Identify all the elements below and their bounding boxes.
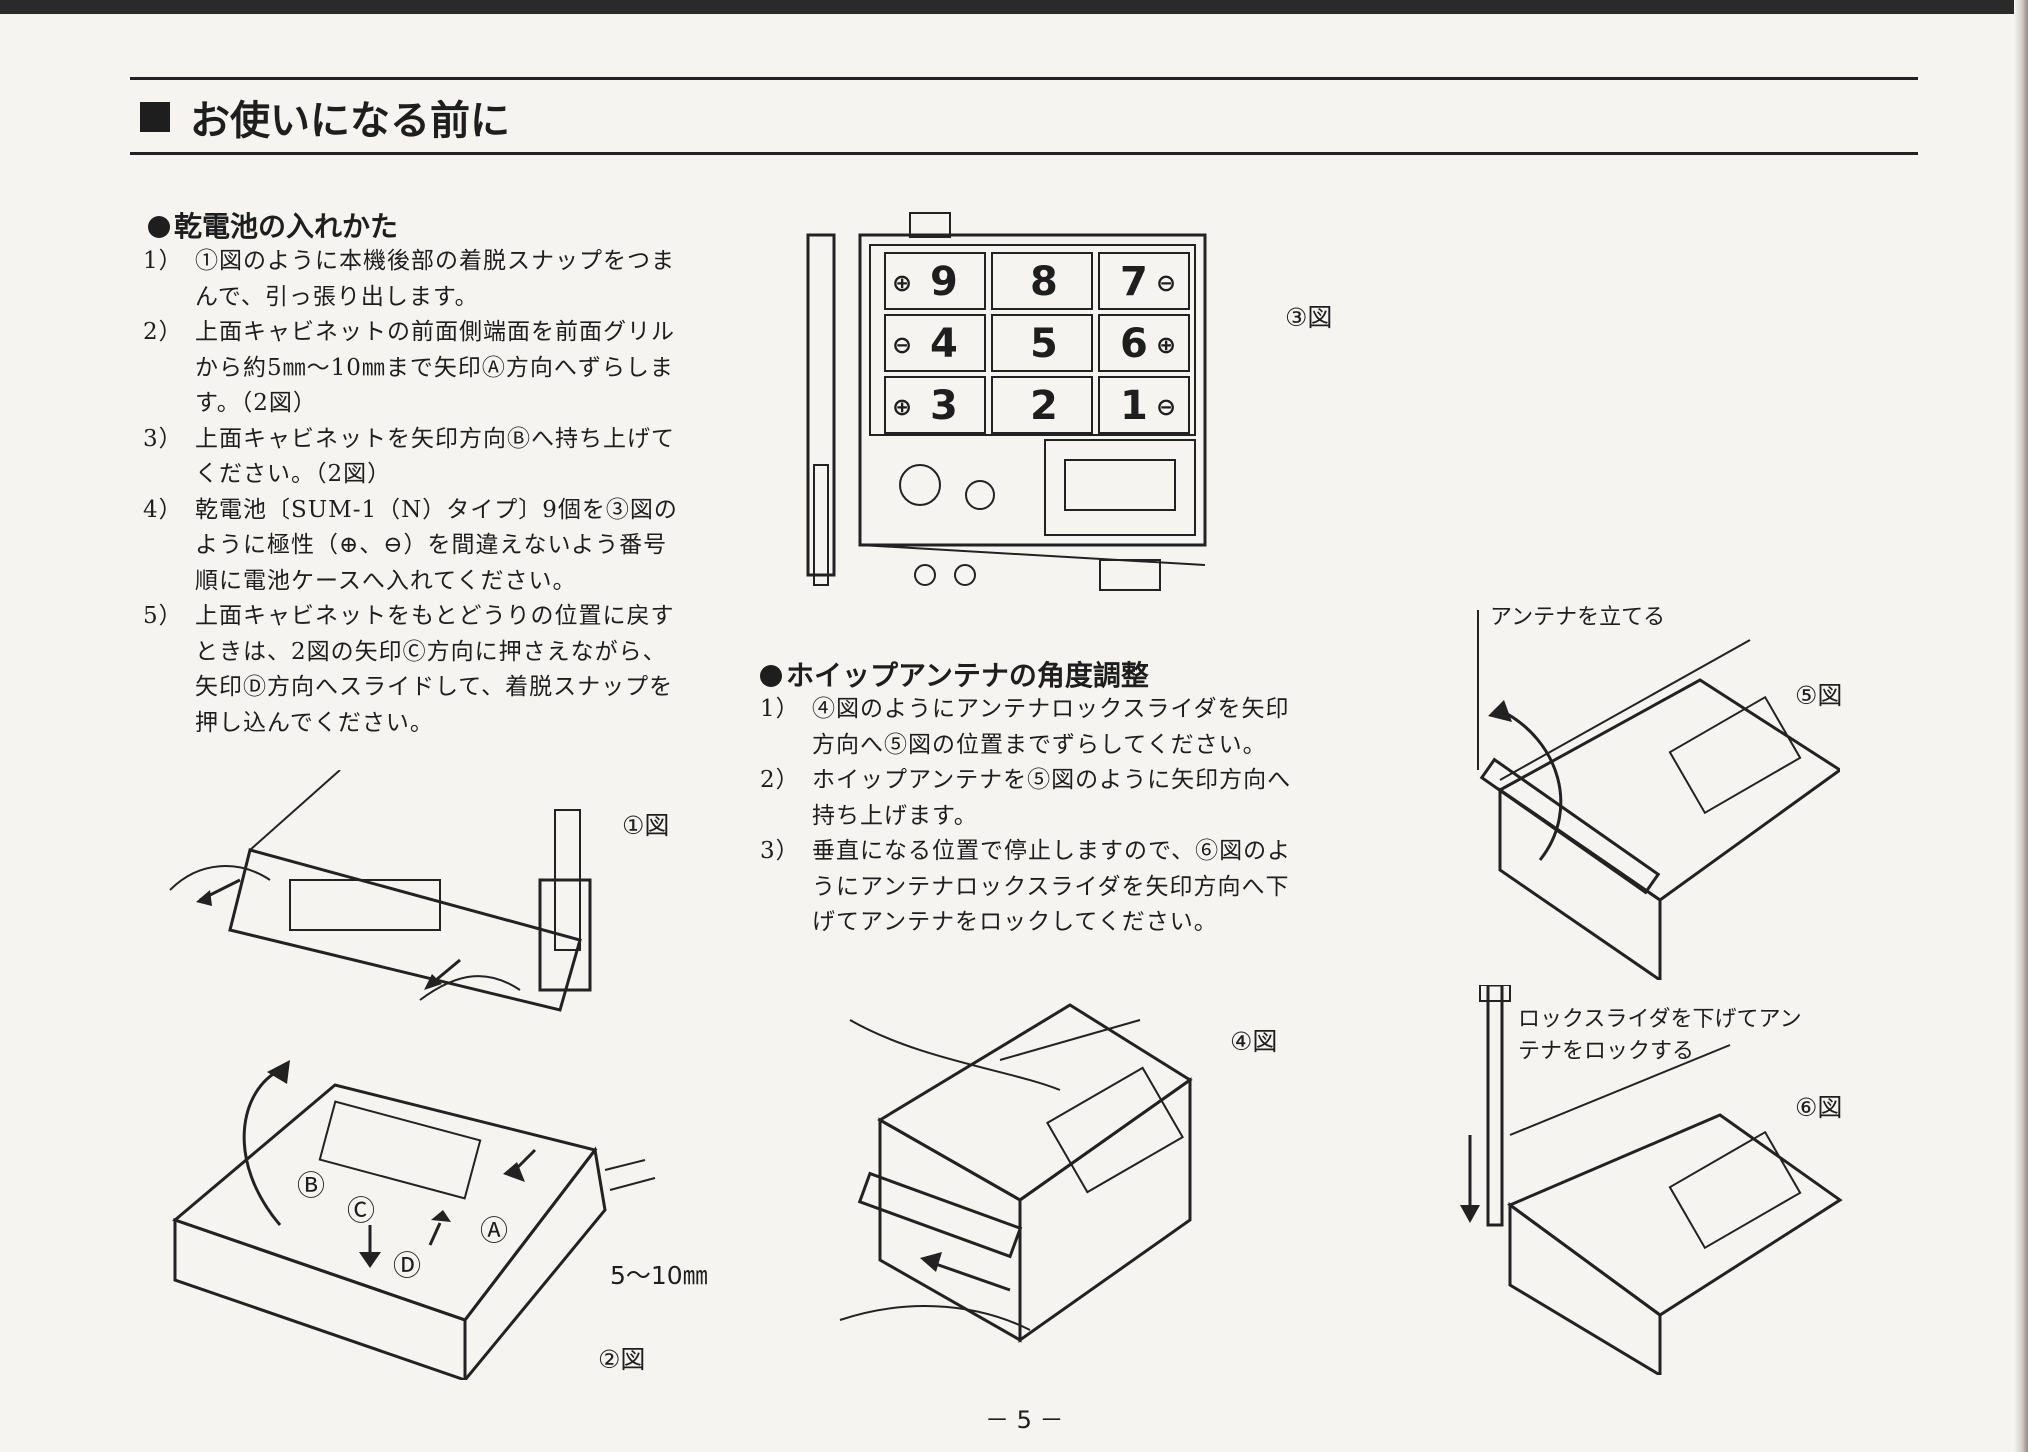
figure-4-antenna-slider: [839, 1003, 1193, 1343]
battery-number: 8: [1030, 259, 1058, 305]
bullet-icon: [760, 665, 782, 687]
battery-section-title: 乾電池の入れかた: [148, 205, 398, 245]
list-item: 5）上面キャビネットをもとどうりの位置に戻すときは、2図の矢印Ⓒ方向に押さえなが…: [143, 603, 675, 736]
antenna-steps: 1）④図のようにアンテナロックスライダを矢印方向へ⑤図の位置までずらしてください…: [760, 692, 1300, 941]
battery-polarity: ⊖: [892, 331, 912, 359]
figure-2-cabinet-slide: Ⓑ Ⓒ Ⓓ Ⓐ: [172, 1060, 656, 1380]
figure-4-caption: ④図: [1230, 1027, 1278, 1056]
square-bullet-icon: [140, 102, 170, 132]
page-number: － 5 －: [985, 1406, 1064, 1434]
battery-polarity: ⊕: [892, 393, 912, 421]
battery-grid: ⊕ 9 8 7 ⊖ ⊖ 4 5 6 ⊕ ⊕ 3 2 1 ⊖: [884, 252, 1190, 434]
figure-5-note: アンテナを立てる: [1490, 605, 1666, 630]
battery-polarity: ⊖: [1156, 269, 1176, 297]
list-item: 2）上面キャビネットの前面側端面を前面グリルから約5㎜〜10㎜まで矢印Ⓐ方向へず…: [143, 319, 675, 416]
label-a: Ⓐ: [480, 1214, 508, 1247]
battery-polarity: ⊖: [1156, 393, 1176, 421]
label-d: Ⓓ: [393, 1249, 421, 1282]
figure-2-caption: ②図: [598, 1345, 646, 1374]
list-item: 4）乾電池〔SUM-1（N）タイプ〕9個を③図のように極性（⊕、⊖）を間違えない…: [143, 496, 678, 594]
bullet-icon: [148, 216, 170, 238]
list-item: 2）ホイップアンテナを⑤図のように矢印方向へ持ち上げます。: [760, 767, 1292, 829]
list-item: 3）上面キャビネットを矢印方向Ⓑへ持ち上げてください。（2図）: [143, 425, 675, 488]
list-item: 1）①図のように本機後部の着脱スナップをつまんで、引っ張り出します。: [143, 248, 675, 310]
battery-number: 7: [1120, 259, 1148, 305]
page-right-edge: [2014, 0, 2028, 1452]
antenna-section-title: ホイップアンテナの角度調整: [760, 654, 1149, 694]
page-heading: お使いになる前に: [140, 88, 510, 146]
label-c: Ⓒ: [347, 1194, 375, 1227]
gap-dimension-label: 5〜10㎜: [610, 1261, 708, 1290]
battery-number: 6: [1120, 321, 1148, 367]
figure-5-raise-antenna: [1477, 610, 1840, 980]
page-top-edge: [0, 0, 2028, 14]
figure-1-rear-snap: [169, 770, 592, 1012]
header-rule-bottom: [130, 152, 1918, 155]
list-item: 1）④図のようにアンテナロックスライダを矢印方向へ⑤図の位置までずらしてください…: [760, 696, 1290, 758]
list-item: 3）垂直になる位置で停止しますので、⑥図のようにアンテナロックスライダを矢印方向…: [760, 838, 1292, 935]
figure-3-battery-compartment: ⊕ 9 8 7 ⊖ ⊖ 4 5 6 ⊕ ⊕ 3 2 1 ⊖: [806, 212, 1207, 591]
battery-number: 3: [930, 383, 958, 429]
figure-6-note: ロックスライダを下げてアンテナをロックする: [1518, 1007, 1802, 1064]
figure-1-caption: ①図: [622, 811, 670, 840]
figure-6-lock-antenna: [1460, 985, 1843, 1375]
figure-3-caption: ③図: [1285, 303, 1333, 332]
figure-5-caption: ⑤図: [1795, 681, 1843, 710]
battery-number: 2: [1030, 383, 1058, 429]
battery-number: 9: [930, 259, 958, 305]
label-b: Ⓑ: [297, 1169, 325, 1202]
figure-6-caption: ⑥図: [1795, 1093, 1843, 1122]
page-title: お使いになる前に: [190, 98, 510, 144]
header-rule-top: [130, 77, 1918, 80]
battery-number: 4: [930, 321, 958, 367]
battery-polarity: ⊕: [1156, 331, 1176, 359]
battery-number: 5: [1030, 321, 1058, 367]
battery-steps: 1）①図のように本機後部の着脱スナップをつまんで、引っ張り出します。 2）上面キ…: [143, 244, 683, 741]
battery-polarity: ⊕: [892, 269, 912, 297]
battery-number: 1: [1120, 383, 1148, 429]
